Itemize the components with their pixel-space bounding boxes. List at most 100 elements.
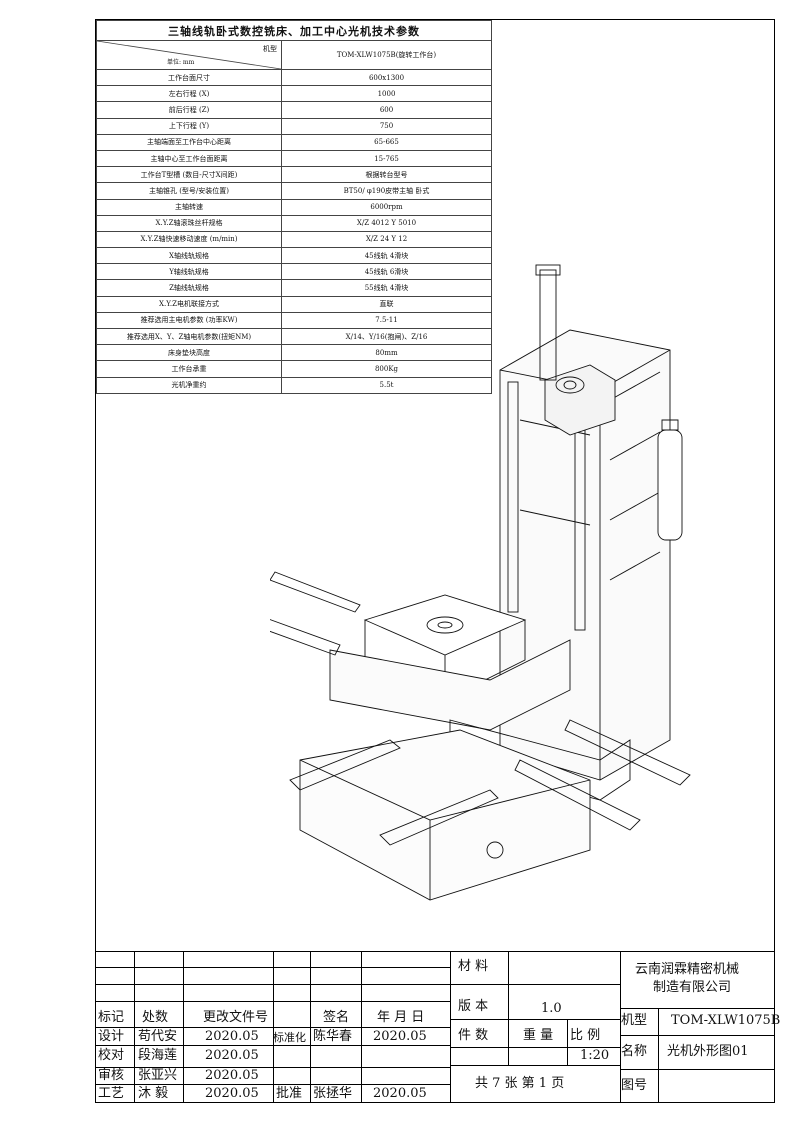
header-sign: 签名: [323, 1010, 350, 1025]
spec-header-cell: 机型 单位: mm: [96, 40, 282, 70]
spec-label: 推荐选用X、Y、Z轴电机参数(扭矩NM): [96, 327, 282, 346]
process-label: 工艺: [98, 1086, 125, 1101]
process-name: 沐 毅: [138, 1086, 169, 1101]
model-value: TOM-XLW1075B(旋转工作台): [281, 40, 492, 70]
spec-row: 左右行程 (X)1000: [96, 85, 492, 103]
spec-row: 上下行程 (Y)750: [96, 117, 492, 135]
spec-label: 主轴中心至工作台面距离: [96, 149, 282, 168]
spec-value: 5.5t: [281, 376, 492, 394]
review-name: 张亚兴: [138, 1068, 178, 1083]
spec-value: 65-665: [281, 133, 492, 151]
process-date: 2020.05: [205, 1086, 259, 1101]
header-mark: 标记: [98, 1010, 125, 1025]
version-label: 版 本: [458, 999, 489, 1014]
std-date: 2020.05: [373, 1029, 427, 1044]
spec-label: X轴线轨规格: [96, 247, 282, 265]
material-label: 材 料: [458, 959, 489, 974]
spec-label: Z轴线轨规格: [96, 279, 282, 297]
check-name: 段海莲: [138, 1048, 178, 1063]
unit-label: 单位: mm: [167, 59, 195, 66]
review-label: 审核: [98, 1068, 125, 1083]
spec-value: X/Z 4012 Y 5010: [281, 214, 492, 232]
sheet-count: 共 7 张 第 1 页: [475, 1076, 565, 1091]
version-value: 1.0: [541, 1001, 562, 1016]
bed: [299, 729, 591, 901]
spec-label: 工作台T型槽 (数目-尺寸X间距): [96, 166, 282, 184]
spec-label: 床身垫块高度: [96, 344, 282, 362]
check-date: 2020.05: [205, 1048, 259, 1063]
spec-label: X.Y.Z轴快速移动速度 (m/min): [96, 230, 282, 249]
approve-label: 批准: [276, 1086, 303, 1101]
spec-label: 上下行程 (Y): [96, 117, 282, 135]
spec-label: 主轴锥孔 (型号/安装位置): [96, 182, 282, 200]
drawing-no-label: 图号: [621, 1078, 648, 1093]
spec-label: 工作台承重: [96, 360, 282, 378]
design-name: 苟代安: [138, 1029, 178, 1044]
header-date: 年 月 日: [377, 1010, 425, 1025]
machine-drawing: [270, 264, 691, 901]
spec-row: 主轴锥孔 (型号/安装位置)BT50/ φ190皮带主轴 卧式: [96, 182, 492, 200]
spec-label: 主轴转速: [96, 198, 282, 216]
model-label: 机型: [263, 45, 277, 53]
spec-label: 推荐选用主电机参数 (功率KW): [96, 311, 282, 330]
spec-label: 前后行程 (Z): [96, 101, 282, 119]
spec-value: 15-765: [281, 149, 492, 168]
name-value: 光机外形图01: [667, 1044, 749, 1059]
model-value: TOM-XLW1075B: [671, 1013, 781, 1028]
spec-label: Y轴线轨规格: [96, 263, 282, 281]
spec-label: 主轴端面至工作台中心距离: [96, 133, 282, 151]
model-label: 机型: [621, 1013, 648, 1028]
spec-value: 6000rpm: [281, 198, 492, 216]
weight-label: 重 量: [523, 1028, 554, 1043]
spindle-head: [535, 264, 616, 436]
spec-row: X.Y.Z轴快速移动速度 (m/min)X/Z 24 Y 12: [96, 230, 492, 249]
gas-spring: [657, 419, 683, 541]
spec-value: BT50/ φ190皮带主轴 卧式: [281, 182, 492, 200]
way-covers: [270, 571, 691, 846]
header-count: 处数: [142, 1010, 169, 1025]
spec-value: 1000: [281, 85, 492, 103]
spec-value: 600: [281, 101, 492, 119]
header-doc: 更改文件号: [203, 1010, 269, 1025]
check-label: 校对: [98, 1048, 125, 1063]
design-date: 2020.05: [205, 1029, 259, 1044]
spec-label: X.Y.Z轴滚珠丝杆规格: [96, 214, 282, 232]
company-line-2: 制造有限公司: [653, 980, 732, 995]
approve-name: 张拯华: [313, 1086, 353, 1101]
drawing-frame: [95, 19, 775, 1103]
spec-value: 750: [281, 117, 492, 135]
diagonal-line: [97, 41, 281, 69]
spec-row: 推荐选用主电机参数 (功率KW)7.5-11: [96, 311, 492, 330]
std-name: 陈华春: [313, 1029, 353, 1044]
spec-row: 推荐选用X、Y、Z轴电机参数(扭矩NM)X/14、Y/16(抱闸)、Z/16: [96, 327, 492, 346]
spec-row: 前后行程 (Z)600: [96, 101, 492, 119]
spec-label: 工作台面尺寸: [96, 68, 282, 87]
spec-label: X.Y.Z电机联接方式: [96, 295, 282, 313]
scale-label: 比 例: [570, 1028, 601, 1043]
spec-value: X/Z 24 Y 12: [281, 230, 492, 249]
spec-value: 600x1300: [281, 68, 492, 87]
spec-row: 工作台T型槽 (数目-尺寸X间距)根据转台型号: [96, 166, 492, 184]
spec-label: 左右行程 (X): [96, 85, 282, 103]
title-block: 材 料 版 本 1.0 件 数 重 量 比 例 1:20 共 7 张 第 1 页…: [95, 951, 780, 1103]
spec-title: 三轴线轨卧式数控铣床、加工中心光机技术参数: [96, 20, 492, 41]
qty-label: 件 数: [458, 1028, 489, 1043]
spec-table: 三轴线轨卧式数控铣床、加工中心光机技术参数 机型 单位: mm TOM-XLW1…: [96, 20, 492, 394]
spec-label: 光机净重约: [96, 376, 282, 394]
scale-value: 1:20: [580, 1048, 610, 1063]
review-date: 2020.05: [205, 1068, 259, 1083]
approve-date: 2020.05: [373, 1086, 427, 1101]
name-label: 名称: [621, 1044, 648, 1059]
company-line-1: 云南润霖精密机械: [635, 962, 740, 977]
std-label: 标准化: [273, 1031, 306, 1044]
spec-value: 根据转台型号: [281, 166, 492, 184]
design-label: 设计: [98, 1029, 125, 1044]
